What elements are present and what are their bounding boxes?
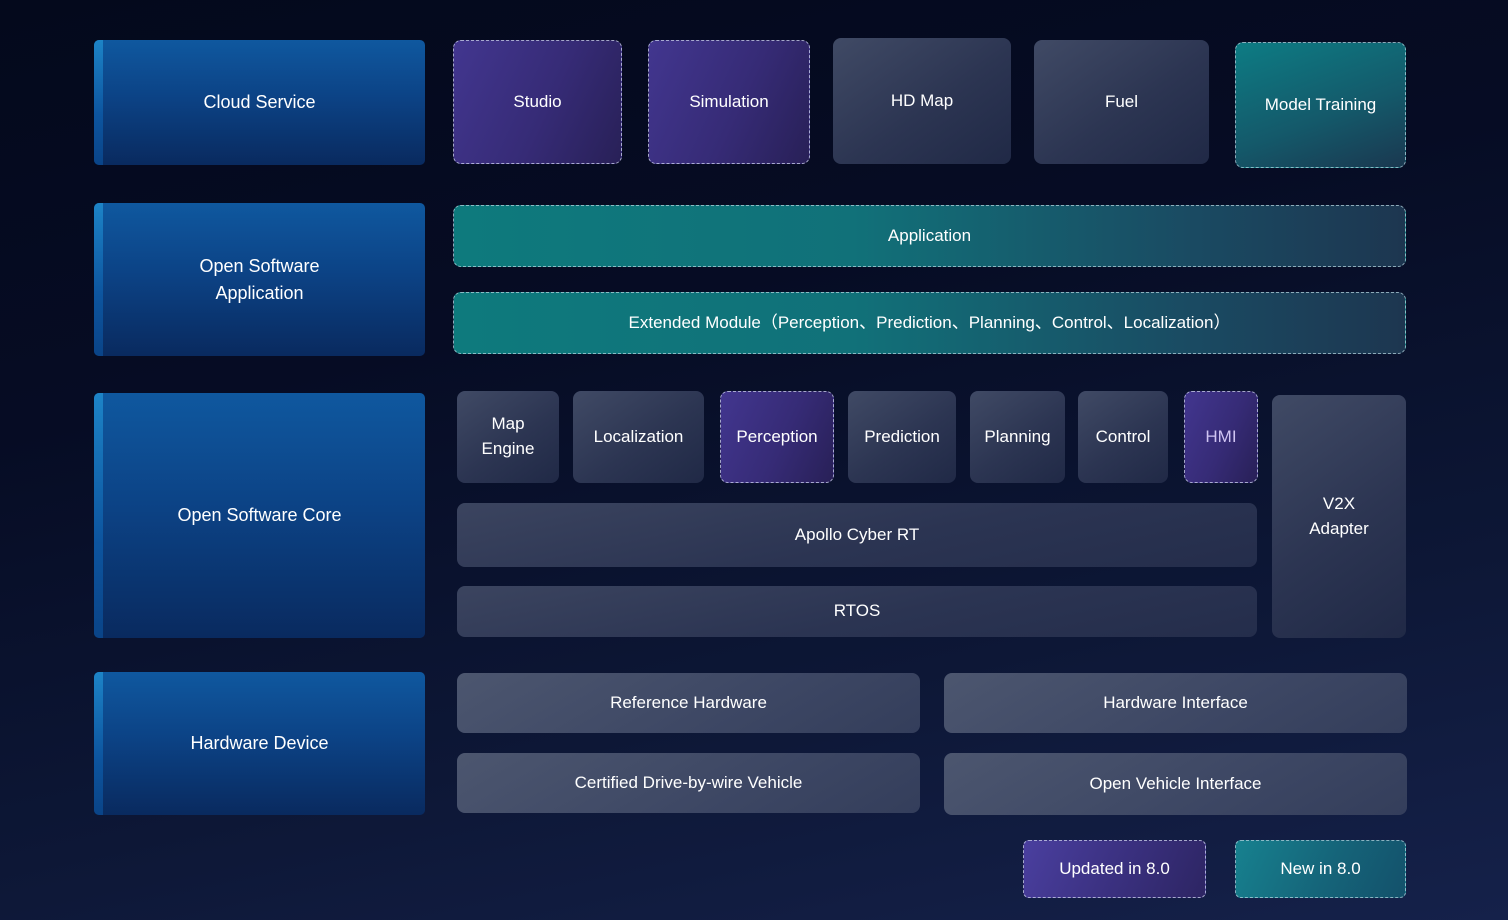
header-accent-stripe [94,40,103,165]
node-localization: Localization [573,391,704,483]
node-label: Localization [593,426,684,446]
node-certified-drive-by-wire-vehicle: Certified Drive-by-wire Vehicle [457,753,920,813]
node-label: Planning [984,426,1051,446]
node-label: Prediction [864,426,940,446]
node-label: Apollo Cyber RT [794,524,920,544]
layer-title: Hardware Device [190,733,329,754]
node-reference-hardware: Reference Hardware [457,673,920,733]
node-planning: Planning [970,391,1065,483]
node-perception: Perception [720,391,834,483]
node-label: Certified Drive-by-wire Vehicle [574,772,803,792]
node-label: Application [887,225,972,245]
node-label: Model Training [1264,94,1377,114]
node-hmi: HMI [1184,391,1258,483]
node-studio: Studio [453,40,622,164]
node-label: Fuel [1104,91,1139,111]
node-map-engine: Map Engine [457,391,559,483]
node-prediction: Prediction [848,391,956,483]
node-label: Perception [736,426,818,446]
node-open-vehicle-interface: Open Vehicle Interface [944,753,1407,815]
header-accent-stripe [94,393,103,638]
legend-label: Updated in 8.0 [1059,858,1170,878]
layer-title: Open Software Core [177,505,342,526]
node-hardware-interface: Hardware Interface [944,673,1407,733]
layer-title: Open Software Application [199,256,320,303]
node-v2x-adapter: V2X Adapter [1272,395,1406,638]
node-rtos: RTOS [457,586,1257,637]
header-accent-stripe [94,672,103,815]
node-simulation: Simulation [648,40,810,164]
node-apollo-cyber-rt: Apollo Cyber RT [457,503,1257,567]
layer-title: Cloud Service [203,92,316,113]
node-label: Reference Hardware [610,692,767,712]
node-control: Control [1078,391,1168,483]
node-label: Control [1095,426,1151,446]
node-label: Simulation [689,91,769,111]
header-accent-stripe [94,203,103,356]
layer-header-cloud-service: Cloud Service [94,40,425,165]
node-hd-map: HD Map [833,38,1011,164]
node-label: V2X Adapter [1309,493,1369,538]
node-label: Map Engine [481,414,535,458]
node-label: Open Vehicle Interface [1089,773,1262,793]
node-fuel: Fuel [1034,40,1209,164]
legend-new-in-8: New in 8.0 [1235,840,1406,898]
layer-header-open-software-core: Open Software Core [94,393,425,638]
node-label: Hardware Interface [1103,692,1248,712]
node-label: HMI [1205,426,1237,446]
node-label: RTOS [833,601,881,621]
node-model-training: Model Training [1235,42,1406,168]
node-label: HD Map [890,90,954,110]
layer-header-open-software-application: Open Software Application [94,203,425,356]
legend-label: New in 8.0 [1280,858,1361,878]
node-extended-module: Extended Module（Perception、Prediction、Pl… [453,292,1406,354]
node-label: Extended Module（Perception、Prediction、Pl… [628,312,1231,332]
node-application: Application [453,205,1406,267]
layer-header-hardware-device: Hardware Device [94,672,425,815]
legend-updated-in-8: Updated in 8.0 [1023,840,1206,898]
node-label: Studio [513,91,562,111]
